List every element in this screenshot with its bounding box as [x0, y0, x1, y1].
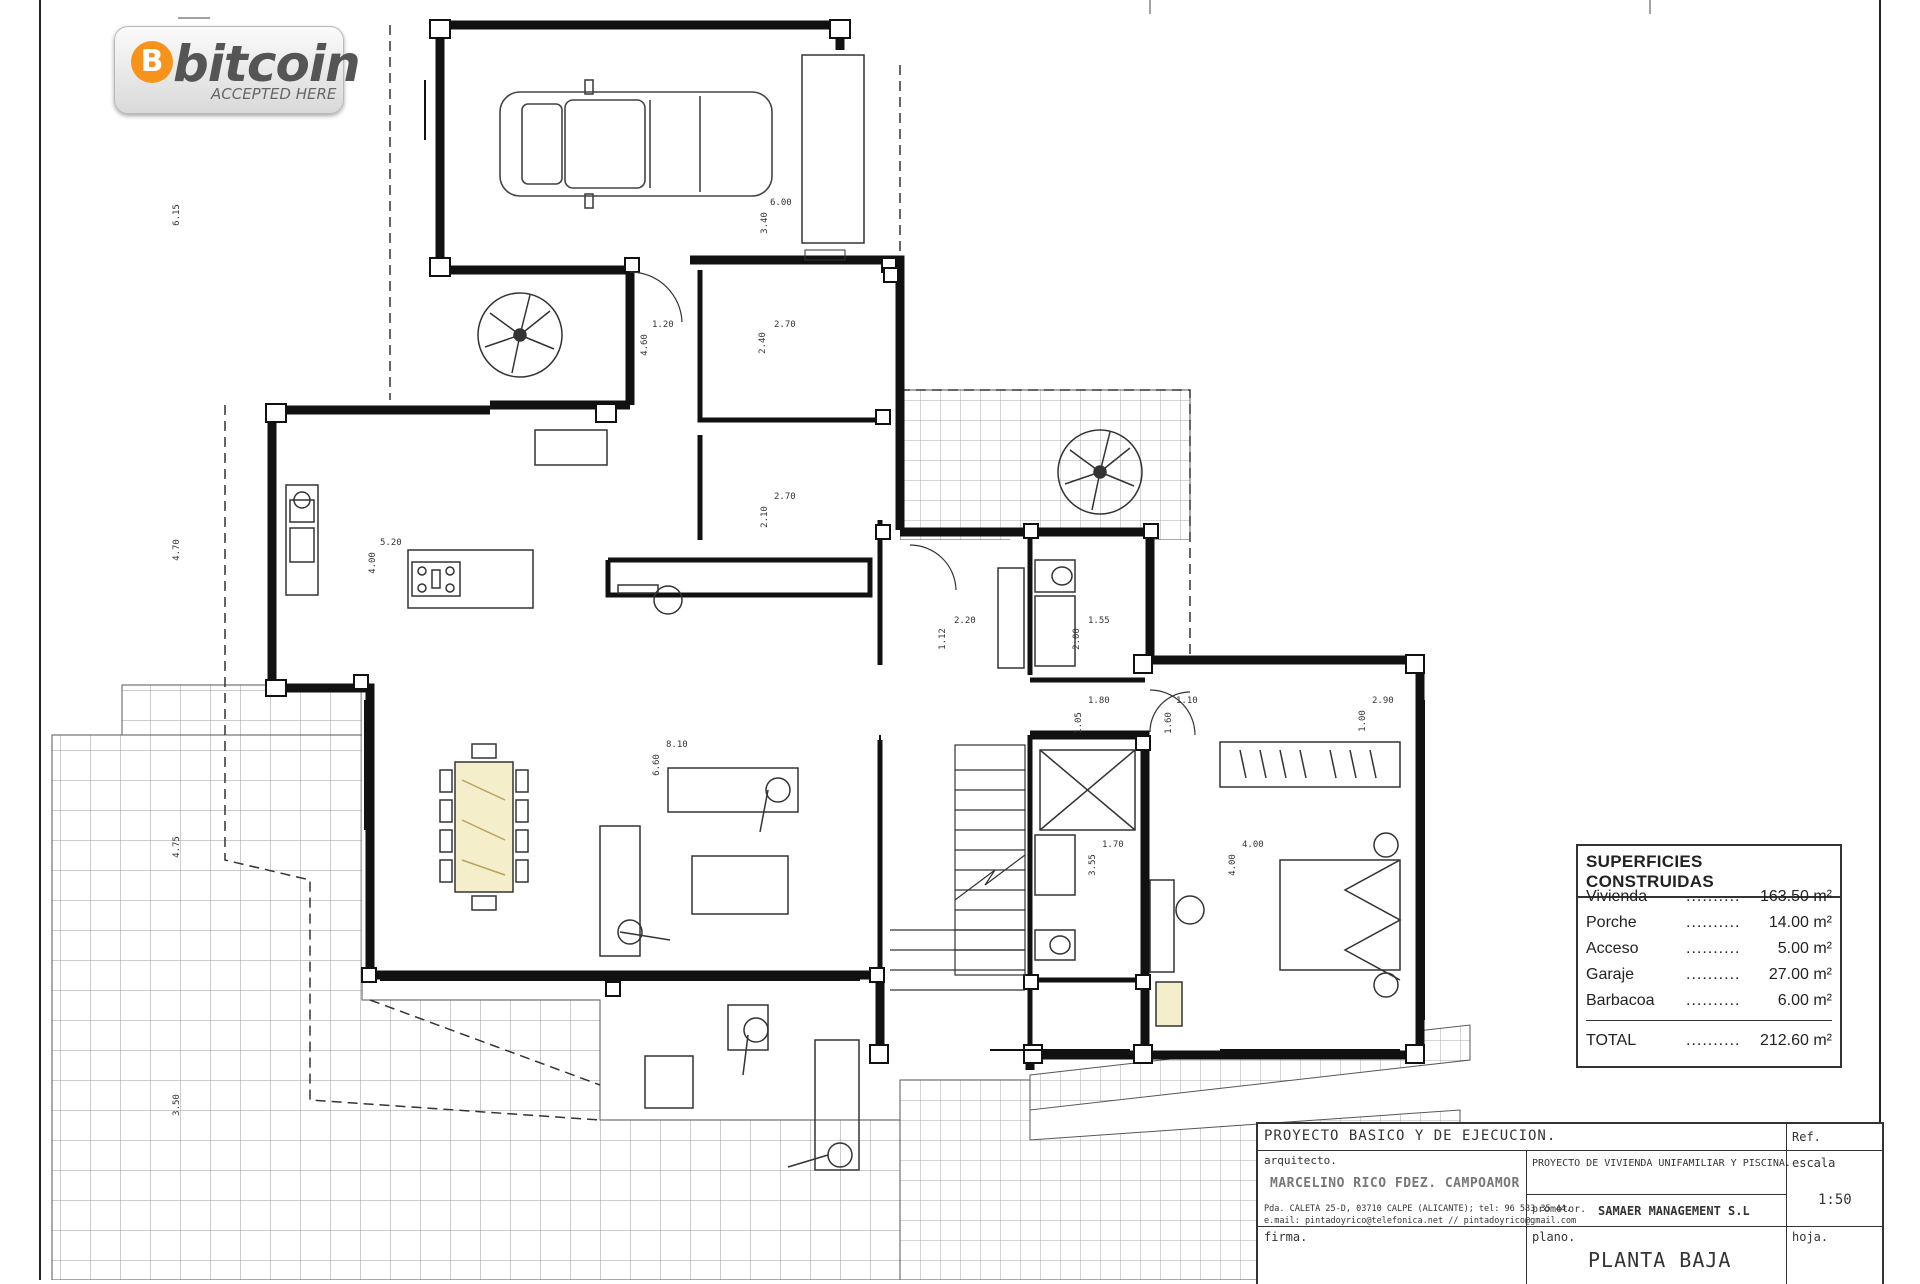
- dim-pantry-w: 2.70: [774, 492, 796, 502]
- bedroom-fixtures: [1149, 741, 1402, 1027]
- dim-kitchen-h: 4.00: [367, 552, 378, 574]
- dim-laundry-h: 2.40: [757, 332, 768, 354]
- badge-subtitle: ACCEPTED HERE: [211, 85, 337, 103]
- dim-corridor-4: 1.60: [1163, 712, 1174, 734]
- tree-icon: [477, 292, 563, 378]
- dim-corridor-3: 1.10: [1176, 696, 1198, 706]
- dining-table: [439, 743, 529, 911]
- dim-bedroom-w: 4.00: [1242, 840, 1264, 850]
- dim-living-w: 8.10: [666, 740, 688, 750]
- tree-icon: [1057, 429, 1143, 515]
- scale-value: 1:50: [1818, 1192, 1852, 1208]
- area-dots: ..........: [1686, 966, 1741, 983]
- plan-value: PLANTA BAJA: [1588, 1248, 1732, 1272]
- area-dots: ..........: [1686, 992, 1741, 1009]
- sheet-label: hoja.: [1792, 1230, 1829, 1244]
- dim-left-2: 4.70: [171, 539, 182, 561]
- area-label: Porche: [1586, 914, 1637, 931]
- areas-divider: [1586, 1020, 1832, 1021]
- architect-name: MARCELINO RICO FDEZ. CAMPOAMOR: [1270, 1176, 1520, 1191]
- dim-wc-h: 2.00: [1071, 628, 1082, 650]
- area-value: 27.00 m²: [1768, 966, 1832, 983]
- area-dots: ..........: [1686, 1032, 1741, 1049]
- area-dots: ..........: [1686, 888, 1741, 905]
- dim-bath-h: 3.55: [1087, 854, 1098, 876]
- area-value: 163.50 m²: [1759, 888, 1832, 905]
- living-furniture: [599, 767, 799, 957]
- dim-hall-w: 2.20: [954, 616, 976, 626]
- kitchen-fixtures: [285, 429, 683, 615]
- dim-left-4: 3.50: [171, 1094, 182, 1116]
- car-icon: [499, 79, 773, 209]
- dim-storage-w: 1.20: [652, 320, 674, 330]
- dim-laundry-w: 2.70: [774, 320, 796, 330]
- area-label: Garaje: [1586, 966, 1635, 983]
- bitcoin-logo-icon: B: [131, 41, 173, 83]
- area-label: Acceso: [1586, 940, 1639, 957]
- area-dots: ..........: [1686, 914, 1741, 931]
- dim-bath-w: 1.70: [1102, 840, 1124, 850]
- project-header: PROYECTO BASICO Y DE EJECUCION.: [1264, 1128, 1557, 1144]
- dim-bedroom-h: 4.00: [1227, 854, 1238, 876]
- dim-corridor-2: 1.05: [1073, 712, 1084, 734]
- dim-storage-h: 4.60: [639, 334, 650, 356]
- area-label: Barbacoa: [1586, 992, 1655, 1009]
- architect-label: arquitecto.: [1264, 1154, 1337, 1167]
- area-total-value: 212.60 m²: [1759, 1032, 1832, 1049]
- terrace-tiles: [51, 389, 1471, 1280]
- dim-pantry-h: 2.10: [759, 506, 770, 528]
- area-total-label: TOTAL: [1586, 1032, 1637, 1049]
- dim-dressing-w: 2.90: [1372, 696, 1394, 706]
- staircase: [890, 744, 1026, 991]
- dim-corridor-1: 1.80: [1088, 696, 1110, 706]
- porch-furniture: [644, 1004, 860, 1171]
- dim-wc-w: 1.55: [1088, 616, 1110, 626]
- promoter-label: promotor.: [1532, 1204, 1587, 1215]
- area-dots: ..........: [1686, 940, 1741, 957]
- badge-word: bitcoin: [173, 35, 361, 93]
- project-description: PROYECTO DE VIVIENDA UNIFAMILIAR Y PISCI…: [1532, 1158, 1791, 1169]
- dim-dressing-h: 1.00: [1357, 710, 1368, 732]
- dim-left-3: 4.75: [171, 836, 182, 858]
- dim-left-1: 6.15: [171, 204, 182, 226]
- promoter-value: SAMAER MANAGEMENT S.L: [1598, 1204, 1750, 1218]
- dim-kitchen-w: 5.20: [380, 538, 402, 548]
- scale-label: escala: [1792, 1156, 1836, 1170]
- ref-label: Ref.: [1792, 1130, 1821, 1144]
- bitcoin-accepted-badge: B bitcoin ACCEPTED HERE: [114, 26, 361, 114]
- title-block: PROYECTO BASICO Y DE EJECUCION. Ref. arq…: [1256, 1122, 1884, 1284]
- dim-hall-h: 1.12: [937, 628, 948, 650]
- area-value: 14.00 m²: [1768, 914, 1832, 931]
- area-value: 6.00 m²: [1777, 992, 1832, 1009]
- signature-label: firma.: [1264, 1230, 1308, 1244]
- dim-garage-h: 3.40: [759, 212, 770, 234]
- dim-garage-w: 6.00: [770, 198, 792, 208]
- architect-address: Pda. CALETA 25-D, 03710 CALPE (ALICANTE)…: [1264, 1204, 1572, 1214]
- bathroom-fixtures: [997, 559, 1205, 961]
- areas-title: SUPERFICIES CONSTRUIDAS: [1578, 846, 1840, 898]
- built-areas-table: SUPERFICIES CONSTRUIDAS Vivienda .......…: [1576, 844, 1842, 1068]
- area-label: Vivienda: [1586, 888, 1648, 905]
- plan-label: plano.: [1532, 1230, 1576, 1244]
- architect-email: e.mail: pintadoyrico@telefonica.net // p…: [1264, 1216, 1577, 1226]
- area-value: 5.00 m²: [1777, 940, 1832, 957]
- dim-living-h: 6.60: [651, 754, 662, 776]
